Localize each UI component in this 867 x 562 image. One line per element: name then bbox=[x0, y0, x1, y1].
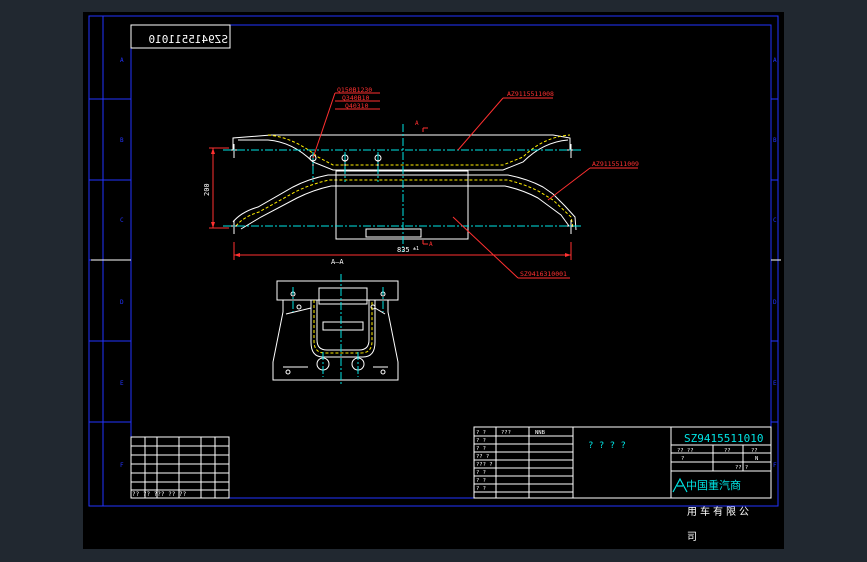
zone-letter: A bbox=[120, 57, 124, 64]
zone-letter: A bbox=[773, 57, 777, 64]
title-block bbox=[473, 426, 772, 499]
company-logo bbox=[672, 477, 688, 493]
left-table-footer: ?? ?? ??? ?? ?? bbox=[132, 491, 187, 498]
dimension-height-text: 200 bbox=[203, 183, 211, 196]
dimension-width-text: 835 bbox=[397, 246, 410, 254]
tb-meta-3: ?? bbox=[751, 448, 758, 454]
balloon-top-text: AZ9115511008 bbox=[507, 90, 554, 98]
zone-letter: B bbox=[120, 137, 124, 144]
tb-row-label: ? ? bbox=[476, 446, 486, 452]
tb-header-1: ? ? bbox=[476, 430, 486, 436]
tb-meta-1: ?? ?? bbox=[677, 448, 694, 454]
dimension-width-tolerance: ±1 bbox=[413, 246, 419, 252]
tb-drawing-number: SZ9415511010 bbox=[684, 432, 763, 445]
tb-row-label: ? ? bbox=[476, 470, 486, 476]
company-name-line3: 司 bbox=[687, 532, 697, 543]
zone-letter: F bbox=[120, 462, 124, 469]
company-name-line2: 用车有限公 bbox=[687, 505, 752, 518]
zone-letters-left: A B C D E F bbox=[120, 57, 124, 469]
sheet-outer-border bbox=[88, 15, 779, 507]
tb-meta-4: ? bbox=[681, 456, 684, 462]
section-centerlines bbox=[292, 274, 384, 384]
tb-part-name: ? ? ? ? bbox=[588, 441, 626, 451]
mirrored-code-box bbox=[130, 24, 231, 49]
dimension-height: 200 bbox=[203, 147, 229, 229]
front-view: A A bbox=[223, 120, 583, 252]
tb-row-label: ?? ? bbox=[476, 454, 489, 460]
zone-letters-right: A B C D E F bbox=[773, 57, 777, 469]
section-view-label: A—A bbox=[331, 258, 344, 266]
callout-bottom-balloon: SZ9416310001 bbox=[452, 216, 570, 279]
company-name-line1: 中国重汽商 bbox=[686, 478, 741, 492]
callout-part-1: Q150B1230 bbox=[337, 86, 372, 94]
tb-row-label: ? ? bbox=[476, 478, 486, 484]
tb-meta-2: ?? bbox=[724, 448, 731, 454]
sheet-inner-frame bbox=[130, 24, 772, 499]
balloon-right-text: AZ9115511009 bbox=[592, 160, 639, 168]
section-mark-bottom: A bbox=[429, 241, 433, 248]
drawing-canvas: A B C D E F A B C D E F SZ9415511010 bbox=[88, 15, 781, 543]
dimension-width: 835 ±1 bbox=[233, 242, 572, 260]
tb-header-3: NNB bbox=[535, 430, 546, 436]
section-mark-top: A bbox=[415, 120, 419, 127]
zone-letter: F bbox=[773, 462, 777, 469]
zone-letter: E bbox=[773, 380, 777, 387]
callout-part-3: Q40310 bbox=[345, 102, 369, 110]
zone-ticks bbox=[89, 98, 778, 423]
left-revision-table bbox=[130, 436, 230, 499]
zone-letter: C bbox=[773, 217, 777, 224]
zone-letter: D bbox=[120, 299, 124, 306]
tb-meta-5: ?? ? bbox=[735, 465, 748, 471]
tb-meta-6: N bbox=[755, 456, 758, 462]
mirrored-drawing-code: SZ9415511010 bbox=[149, 33, 228, 46]
callout-top-balloon: AZ9115511008 bbox=[457, 90, 554, 151]
section-hidden-lines bbox=[313, 300, 373, 354]
tb-row-label: ? ? bbox=[476, 486, 486, 492]
tb-row-label: ??? ? bbox=[476, 462, 493, 468]
callout-right-balloon: AZ9115511009 bbox=[547, 160, 639, 201]
cad-viewport[interactable]: A B C D E F A B C D E F SZ9415511010 bbox=[83, 12, 784, 549]
callout-fasteners: Q150B1230 Q340B10 Q40310 bbox=[312, 86, 380, 159]
tb-row-label: ? ? bbox=[476, 438, 486, 444]
balloon-bottom-text: SZ9416310001 bbox=[520, 270, 567, 278]
zone-letter: D bbox=[773, 299, 777, 306]
zone-letter: C bbox=[120, 217, 124, 224]
callout-part-2: Q340B10 bbox=[342, 94, 369, 102]
zone-letter: B bbox=[773, 137, 777, 144]
tb-header-2: ??? bbox=[501, 430, 511, 436]
zone-letter: E bbox=[120, 380, 124, 387]
section-view bbox=[272, 280, 399, 381]
